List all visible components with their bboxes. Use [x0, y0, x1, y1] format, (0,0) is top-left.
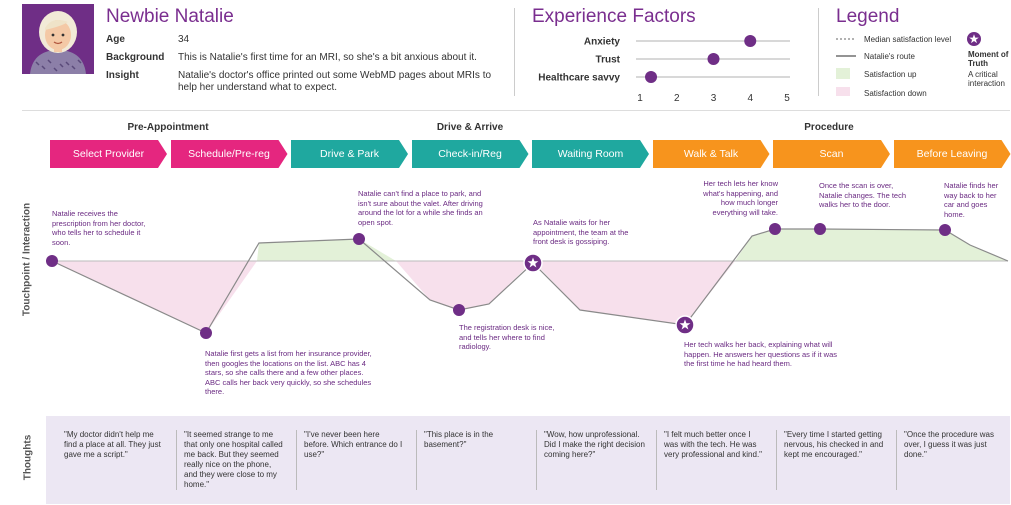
legend-mot-desc: A critical interaction [968, 70, 1005, 88]
factor-marker [645, 71, 658, 83]
thought-divider [176, 430, 177, 490]
touchpoint-dot [353, 233, 365, 245]
legend-title: Legend [836, 6, 900, 27]
background-value: This is Natalie's first time for an MRI,… [178, 52, 477, 63]
thought-quote: "Every time I started getting nervous, h… [784, 430, 884, 459]
touchpoint-dot [814, 223, 826, 235]
touchpoint-dot [200, 327, 212, 339]
phase-drive-arrive: Drive & Arrive [436, 122, 504, 133]
touchpoint-dot [769, 223, 781, 235]
phase-pre-appointment: Pre-Appointment [127, 122, 209, 133]
touchpoint-dot [46, 255, 58, 267]
phase-procedure: Procedure [804, 122, 854, 133]
stage-check-in-reg: Check-in/Reg [412, 140, 529, 168]
down-area [533, 261, 735, 325]
thought-divider [536, 430, 537, 490]
stage-walk-talk: Walk & Talk [653, 140, 770, 168]
thought-divider [296, 430, 297, 490]
down-area [396, 261, 533, 310]
thought-divider [896, 430, 897, 490]
scale-tick-label: 1 [637, 93, 643, 104]
scale-tick-label: 4 [747, 93, 753, 104]
moment-of-truth-icon [967, 32, 981, 46]
scale-tick-label: 3 [711, 93, 717, 104]
stage-before-leaving: Before Leaving [894, 140, 1011, 168]
background-label: Background [106, 52, 165, 63]
thoughts-panel [46, 416, 1010, 504]
divider [514, 8, 515, 96]
stage-select-provider: Select Provider [50, 140, 167, 168]
stage-schedule-pre-reg: Schedule/Pre-reg [171, 140, 288, 168]
divider [818, 8, 819, 96]
stage-drive-park: Drive & Park [291, 140, 408, 168]
moment-of-truth-icon [523, 253, 543, 273]
stage-waiting-room: Waiting Room [532, 140, 649, 168]
thought-quote: "It seemed strange to me that only one h… [184, 430, 283, 489]
annotation-scan: Once the scan is over, Natalie changes. … [819, 181, 907, 209]
up-swatch [836, 68, 850, 79]
annotation-walk-talk-2: Her tech walks her back, explaining what… [684, 340, 837, 368]
touchpoint-dot [453, 304, 465, 316]
thought-quote: "I felt much better once I was with the … [664, 430, 763, 459]
scale-tick-label: 2 [674, 93, 680, 104]
avatar-illustration [22, 4, 94, 74]
thought-quote: "I've never been here before. Which entr… [304, 430, 403, 459]
thought-divider [776, 430, 777, 490]
insight-label: Insight [106, 70, 139, 81]
age-value: 34 [178, 34, 190, 45]
factor-label: Healthcare savvy [538, 73, 620, 84]
moment-of-truth-icon [675, 315, 695, 335]
persona-name: Newbie Natalie [106, 6, 234, 27]
annotation-drive-park: Natalie can't find a place to park, and … [358, 189, 483, 227]
legend-up: Satisfaction up [864, 70, 917, 79]
legend-down: Satisfaction down [864, 89, 927, 98]
legend-swatches [836, 38, 856, 96]
annotation-before-leaving: Natalie finds her way back to her car an… [944, 181, 999, 219]
touchpoint-dot [939, 224, 951, 236]
thought-quote: "Wow, how unprofessional. Did I make the… [544, 430, 645, 459]
legend-route: Natalie's route [864, 52, 915, 61]
down-swatch [836, 87, 850, 96]
thought-quote: "Once the procedure was over, I guess it… [904, 430, 994, 459]
factor-marker [707, 53, 720, 65]
annotation-walk-talk: Her tech lets her know what's happening,… [703, 179, 778, 217]
route-line [51, 228, 1009, 334]
legend-mot-title: Moment of Truth [968, 50, 1009, 68]
header-rule [22, 110, 1010, 111]
insight-value: Natalie's doctor's office printed out so… [178, 70, 492, 93]
factor-label: Trust [596, 55, 621, 66]
annotation-select-provider: Natalie receives the prescription from h… [52, 209, 146, 247]
annotation-schedule: Natalie first gets a list from her insur… [205, 349, 372, 396]
stage-scan: Scan [773, 140, 890, 168]
down-area [52, 261, 257, 333]
annotation-waiting-room: As Natalie waits for her appointment, th… [533, 218, 629, 246]
annotation-check-in: The registration desk is nice, and tells… [459, 323, 555, 351]
thought-quote: "My doctor didn't help me find a place a… [64, 430, 161, 459]
factor-label: Anxiety [584, 37, 621, 48]
persona-avatar [22, 4, 94, 74]
thought-quote: "This place is in the basement?" [424, 430, 494, 449]
thought-divider [656, 430, 657, 490]
experience-title: Experience Factors [532, 6, 696, 27]
thought-divider [416, 430, 417, 490]
age-label: Age [106, 34, 125, 45]
legend-median: Median satisfaction level [864, 35, 952, 44]
up-area [735, 229, 1008, 261]
factor-marker [744, 35, 757, 47]
scale-tick-label: 5 [784, 93, 790, 104]
